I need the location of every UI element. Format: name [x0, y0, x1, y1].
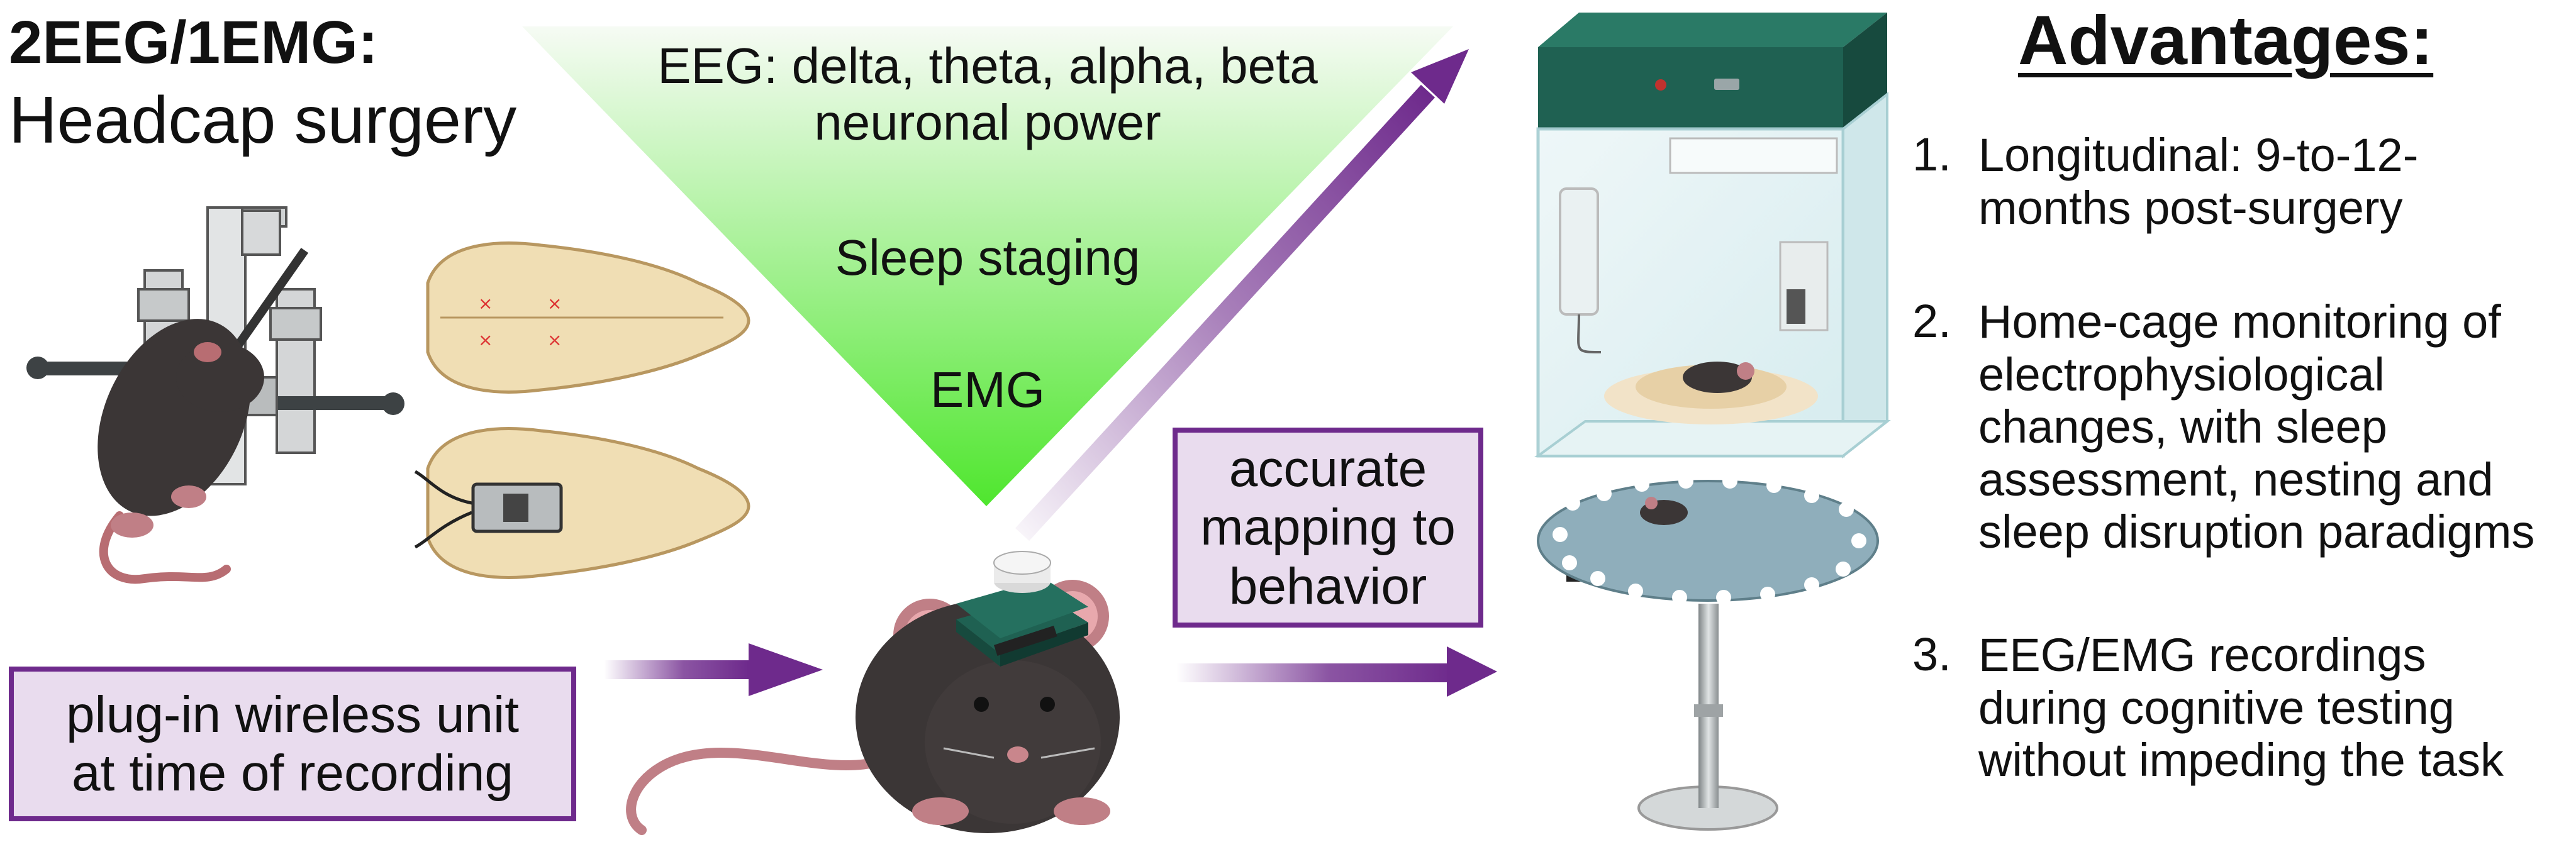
- advantages-title: Advantages:: [2018, 2, 2434, 79]
- advantage-1-text: Longitudinal: 9-to-12- months post-surge…: [1978, 129, 2418, 234]
- stereotaxic-frame-icon: [26, 206, 404, 584]
- svg-text:×: ×: [478, 293, 493, 314]
- advantage-2-text: Home-cage monitoring of electrophysiolog…: [1978, 296, 2534, 558]
- eeg-bands-line-2: neuronal power: [814, 94, 1161, 150]
- maze-table-icon: [1537, 474, 1879, 831]
- arrow-to-center-mouse: [604, 643, 823, 696]
- mapping-line-2: mapping to: [1200, 499, 1456, 557]
- emg-label: EMG: [930, 362, 1045, 418]
- advantage-3-line-1: EEG/EMG recordings: [1978, 629, 2426, 681]
- advantage-3-number: 3.: [1912, 628, 1951, 680]
- sleep-staging-triangle: [522, 26, 1453, 506]
- title-line-2: Headcap surgery: [9, 83, 517, 157]
- advantage-1-line-2: months post-surgery: [1978, 181, 2403, 234]
- advantage-2-line-1: Home-cage monitoring of: [1978, 296, 2501, 348]
- svg-text:×: ×: [478, 330, 493, 350]
- advantage-2-line-5: sleep disruption paradigms: [1978, 506, 2535, 558]
- title-line-1: 2EEG/1EMG:: [9, 9, 378, 76]
- advantage-2-line-2: electrophysiological: [1978, 348, 2385, 401]
- advantage-1-line-1: Longitudinal: 9-to-12-: [1978, 129, 2419, 181]
- skull-icon: × × × ×: [426, 241, 750, 394]
- eeg-bands-label: EEG: delta, theta, alpha, beta neuronal …: [601, 38, 1374, 150]
- advantage-2-line-3: changes, with sleep: [1978, 401, 2387, 453]
- advantage-3-line-2: during cognitive testing: [1978, 681, 2455, 734]
- advantage-3-text: EEG/EMG recordings during cognitive test…: [1978, 629, 2504, 787]
- advantage-2-number: 2.: [1912, 295, 1951, 347]
- sleep-staging-label: Sleep staging: [835, 230, 1140, 285]
- eeg-bands-line-1: EEG: delta, theta, alpha, beta: [657, 38, 1318, 94]
- plug-in-wireless-box: plug-in wireless unit at time of recordi…: [9, 667, 576, 821]
- advantage-3-line-3: without impeding the task: [1978, 734, 2504, 787]
- mapping-line-3: behavior: [1229, 557, 1427, 615]
- accurate-mapping-box: accurate mapping to behavior: [1173, 428, 1483, 628]
- mouse-icon: [626, 551, 1120, 835]
- home-cage-icon: [1534, 13, 1891, 459]
- mapping-line-1: accurate: [1229, 440, 1427, 497]
- svg-text:×: ×: [547, 330, 562, 350]
- headcap-connector-icon: [414, 427, 750, 579]
- plug-in-line-2: at time of recording: [72, 745, 513, 802]
- maze-holes: [1553, 474, 1866, 605]
- plug-in-line-1: plug-in wireless unit: [65, 685, 520, 743]
- advantage-1-number: 1.: [1912, 128, 1951, 180]
- arrow-to-maze: [1176, 646, 1497, 697]
- arrow-to-cage: [1015, 49, 1469, 541]
- advantage-2-line-4: assessment, nesting and: [1978, 453, 2494, 506]
- svg-text:×: ×: [547, 293, 562, 314]
